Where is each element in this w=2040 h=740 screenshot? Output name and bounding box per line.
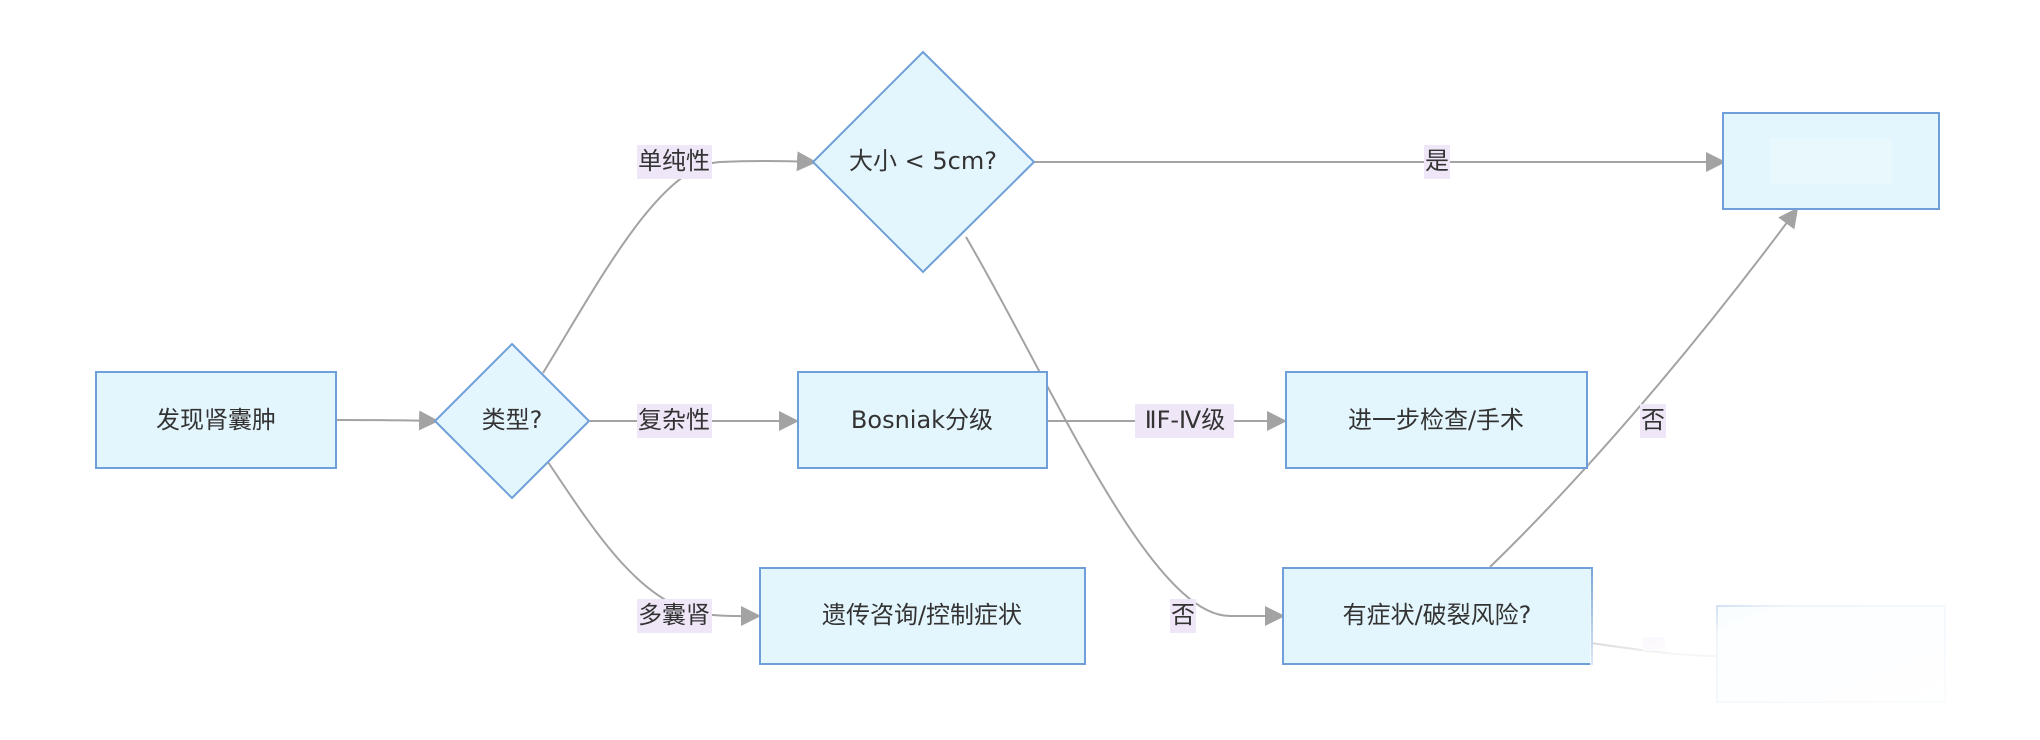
edge-label-complex-text: 复杂性	[638, 406, 710, 434]
node-size-decision[interactable]: 大小 < 5cm?	[811, 50, 1036, 274]
edge-label-no-size-text: 否	[1171, 601, 1195, 629]
node-bosniak[interactable]: Bosniak分级	[797, 371, 1048, 469]
edge-label-grade: ⅡF-Ⅳ级	[1135, 404, 1234, 438]
node-symptom-decision-label: 有症状/破裂风险?	[1343, 601, 1532, 629]
node-top-right[interactable]	[1722, 112, 1940, 210]
node-further[interactable]: 进一步检查/手术	[1285, 371, 1588, 469]
edge-label-no-symptom: 否	[1640, 404, 1666, 438]
edge-label-yes-text: 是	[1425, 147, 1449, 175]
edge-label-polycystic-text: 多囊肾	[638, 601, 710, 629]
node-start[interactable]: 发现肾囊肿	[95, 371, 337, 469]
edge-type-to-size	[542, 151, 817, 374]
node-type-decision[interactable]: 类型?	[433, 342, 591, 500]
node-genetic[interactable]: 遗传咨询/控制症状	[759, 567, 1086, 665]
edge-label-grade-text: ⅡF-Ⅳ级	[1145, 406, 1225, 434]
node-start-label: 发现肾囊肿	[156, 406, 276, 434]
node-symptom-decision[interactable]: 有症状/破裂风险?	[1282, 567, 1593, 665]
edge-label-yes: 是	[1424, 145, 1450, 179]
node-genetic-label: 遗传咨询/控制症状	[822, 601, 1022, 629]
edge-size-to-symptom	[965, 236, 1285, 626]
edge-symptom-to-top-right	[1489, 207, 1799, 568]
node-size-decision-label: 大小 < 5cm?	[849, 147, 997, 175]
fade-overlay	[1590, 560, 2040, 740]
node-further-label: 进一步检查/手术	[1348, 406, 1524, 434]
edge-label-polycystic: 多囊肾	[637, 599, 712, 633]
edge-label-complex: 复杂性	[637, 404, 712, 438]
node-type-decision-label: 类型?	[482, 406, 543, 434]
edge-start-to-type	[336, 410, 439, 431]
node-bosniak-label: Bosniak分级	[851, 406, 993, 434]
edge-label-no-size: 否	[1170, 599, 1196, 633]
node-top-right-faded-label	[1770, 138, 1892, 184]
edge-label-no-symptom-text: 否	[1641, 406, 1665, 434]
edge-label-simple: 单纯性	[637, 145, 712, 179]
edge-label-simple-text: 单纯性	[638, 147, 710, 175]
edge-type-to-genetic	[547, 461, 761, 627]
